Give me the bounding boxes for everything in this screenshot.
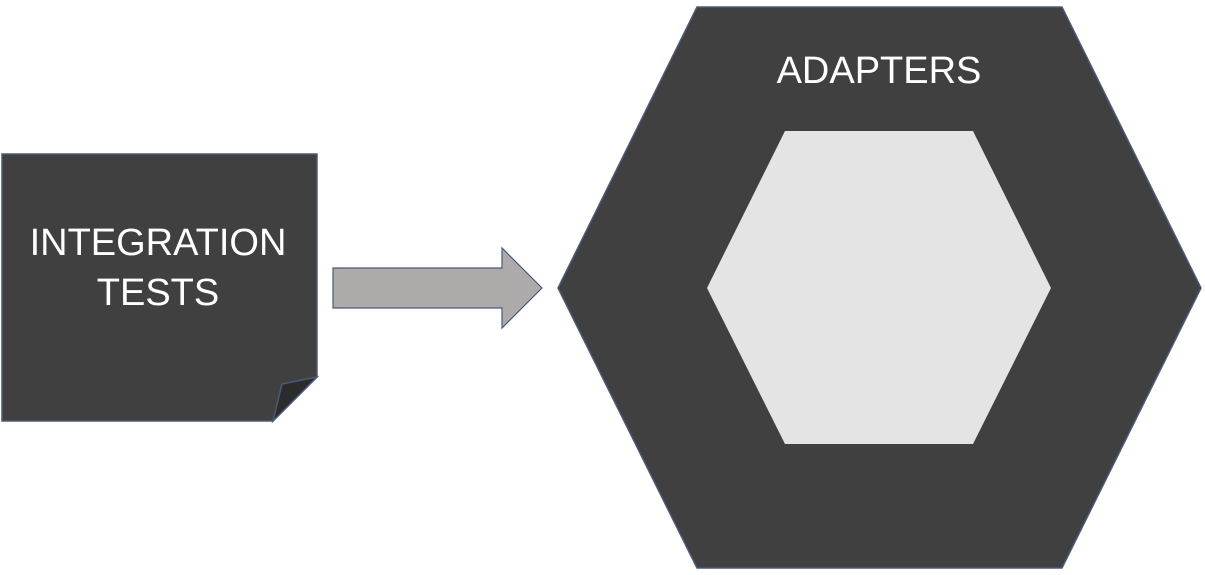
note-label-line2: TESTS xyxy=(97,272,219,314)
note-label-line1: INTEGRATION xyxy=(30,222,287,264)
adapters-hexagon: ADAPTERS xyxy=(557,6,1202,569)
adapters-label: ADAPTERS xyxy=(777,50,982,92)
inner-hexagon xyxy=(707,131,1051,444)
note-folded-corner xyxy=(271,375,320,424)
right-arrow-icon xyxy=(332,246,543,330)
integration-tests-note: INTEGRATION TESTS xyxy=(1,153,320,424)
